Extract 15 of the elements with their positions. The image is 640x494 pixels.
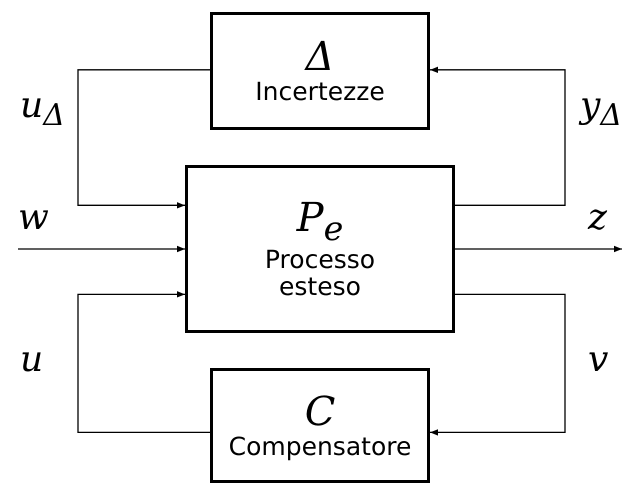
arrow — [430, 294, 566, 436]
symbol-label: C — [304, 390, 336, 433]
box-label: Compensatore — [228, 432, 412, 460]
arrow — [77, 69, 210, 209]
process-box — [210, 368, 430, 483]
box-label: Processo esteso — [264, 246, 376, 301]
process-box — [210, 12, 430, 130]
process-box — [185, 165, 455, 333]
arrow — [18, 246, 185, 252]
arrow — [430, 66, 566, 206]
symbol-label: Δ — [306, 36, 334, 78]
box-label: Incertezze — [255, 78, 385, 106]
arrow — [77, 291, 210, 434]
symbol-label: P$_{e}$ — [296, 197, 344, 246]
arrow — [455, 246, 622, 252]
